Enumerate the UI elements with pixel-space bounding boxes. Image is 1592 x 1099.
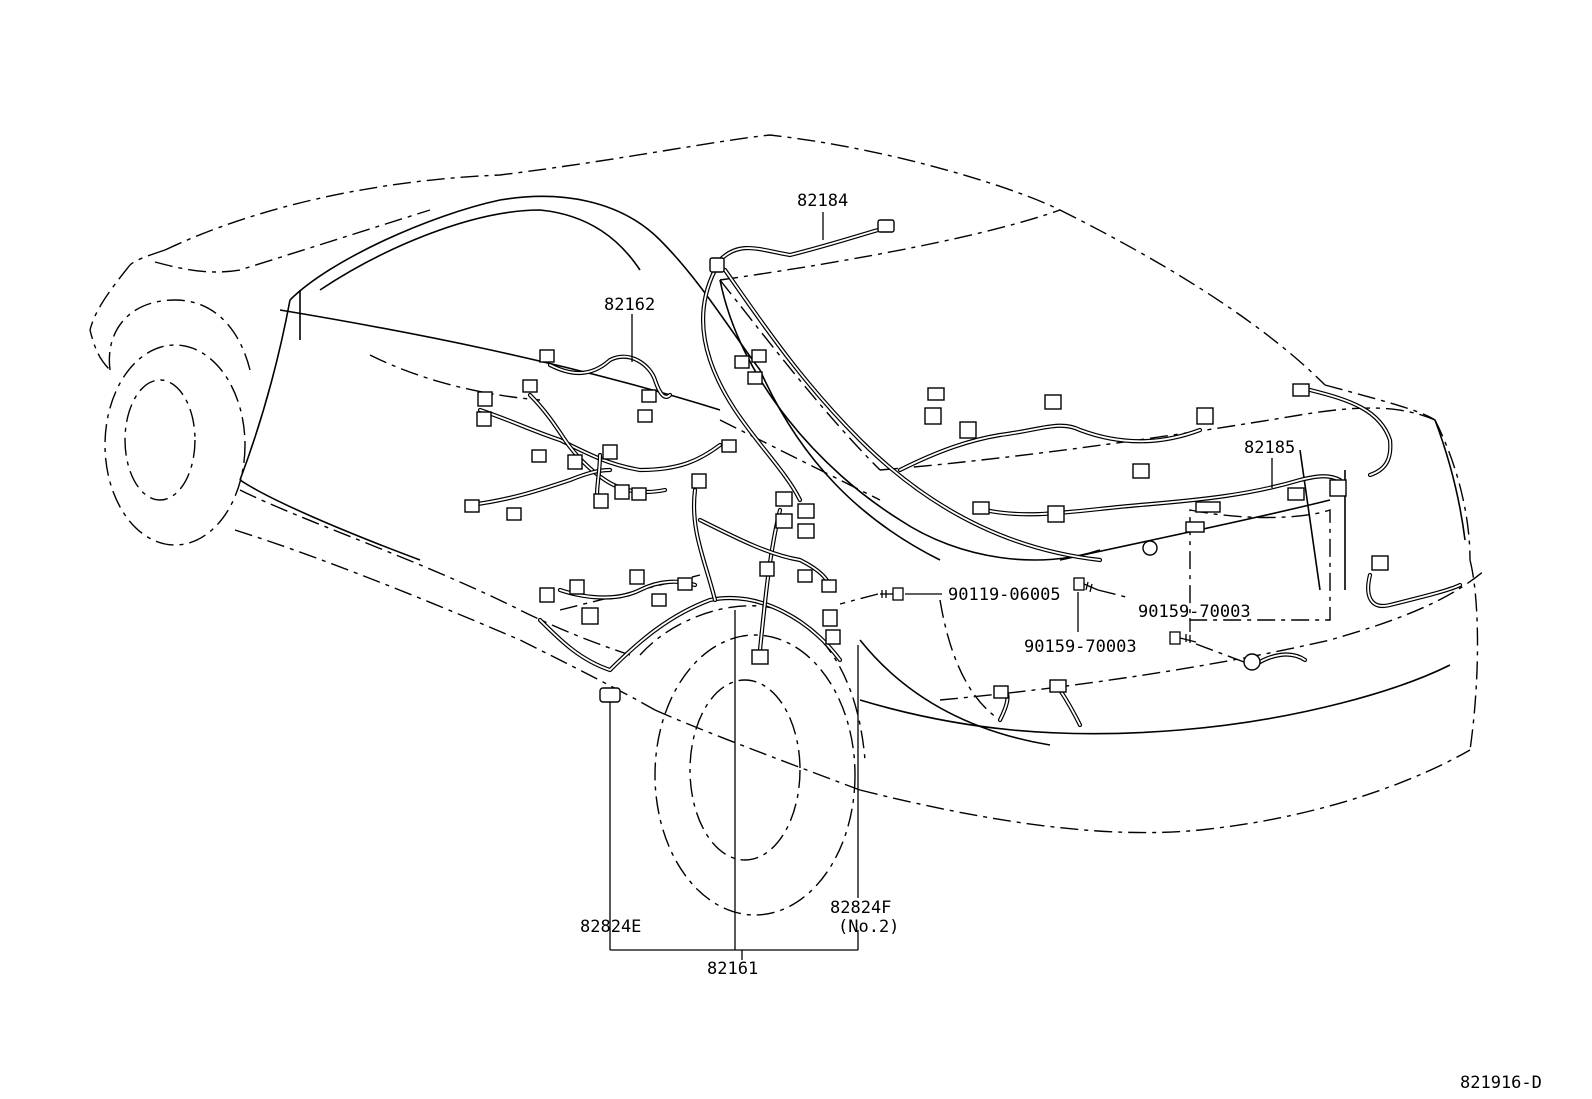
label-82161: 82161	[707, 959, 758, 979]
label-82824F: 82824F	[830, 898, 891, 918]
label-90119-06005: 90119-06005	[948, 585, 1061, 605]
bolt-90119-06005-icon	[880, 587, 904, 601]
label-82184: 82184	[797, 191, 848, 211]
drawing-id: 821916-D	[1460, 1073, 1542, 1093]
car-body-outline	[89, 134, 1486, 916]
part-labels: 82184 82162 82185 90119-06005 90159-7000…	[580, 191, 1542, 1093]
bolt-90159-70003-b-icon	[1169, 631, 1197, 645]
label-82824E: 82824E	[580, 917, 641, 937]
connectors	[464, 219, 1389, 703]
car-interior-lines	[239, 195, 1466, 746]
label-90159-70003-a: 90159-70003	[1024, 637, 1137, 657]
label-82824F-note: (No.2)	[838, 917, 899, 937]
bolts	[880, 577, 1197, 645]
label-82185: 82185	[1244, 438, 1295, 458]
bolt-90159-70003-a-icon	[1073, 577, 1099, 593]
label-90159-70003-b: 90159-70003	[1138, 602, 1251, 622]
label-82162: 82162	[604, 295, 655, 315]
leader-lines	[609, 212, 1273, 960]
